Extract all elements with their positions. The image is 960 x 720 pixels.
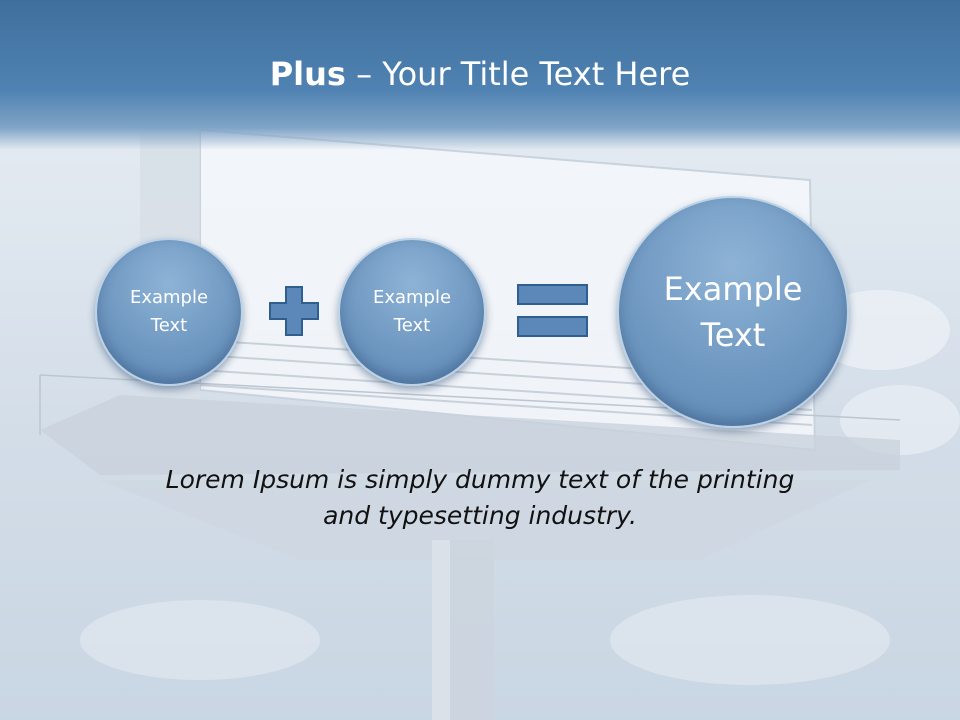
- circle-left-label: Example Text: [129, 287, 209, 336]
- body-text: Lorem Ipsum is simply dummy text of the …: [100, 462, 860, 534]
- circle-left: Example Text: [95, 238, 243, 386]
- circle-result: Example Text: [617, 196, 849, 428]
- circle-middle-label: Example Text: [372, 287, 452, 336]
- slide-title-bold: Plus: [269, 55, 346, 93]
- circle-result-label: Example Text: [663, 270, 803, 354]
- title-banner: [0, 0, 960, 150]
- slide-title: Plus – Your Title Text Here: [0, 52, 960, 96]
- slide-title-rest: – Your Title Text Here: [345, 55, 691, 93]
- plus-icon: [269, 286, 319, 336]
- circle-middle: Example Text: [338, 238, 486, 386]
- body-text-content: Lorem Ipsum is simply dummy text of the …: [165, 465, 795, 530]
- equals-icon: [517, 284, 588, 337]
